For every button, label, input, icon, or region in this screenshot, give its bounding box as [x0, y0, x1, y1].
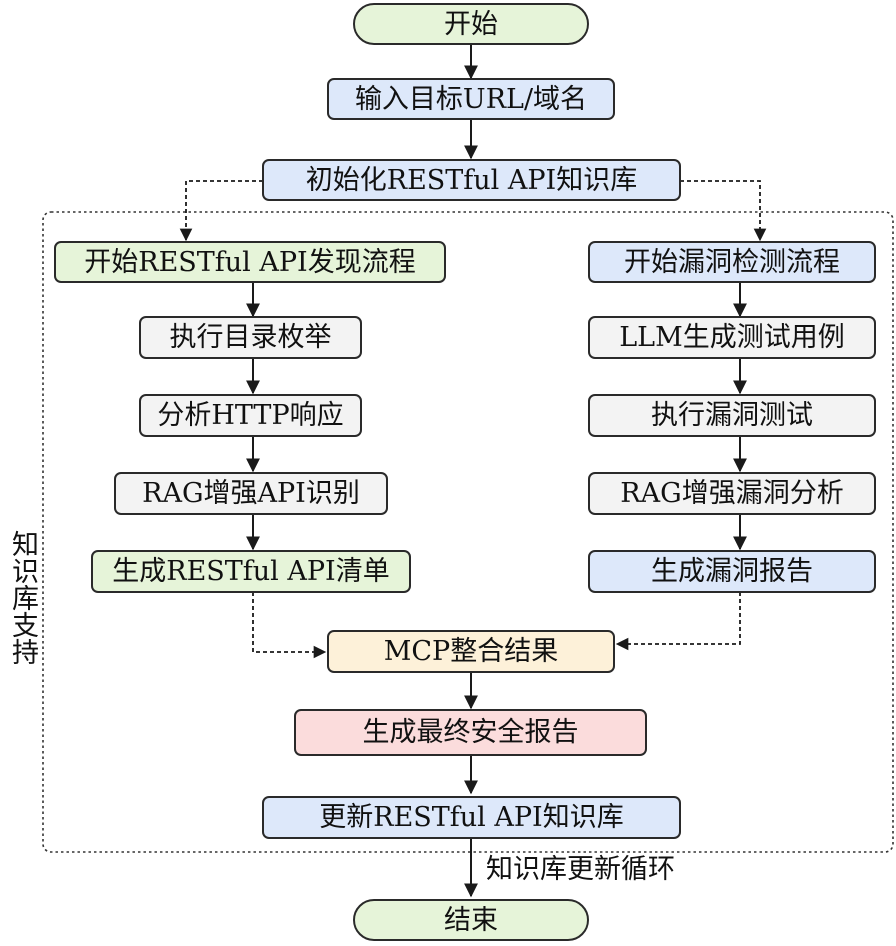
- mcp-merge-node: MCP整合结果: [327, 630, 615, 673]
- gen-api-list-node: 生成RESTful API清单: [91, 550, 411, 593]
- end-node: 结束: [353, 899, 589, 941]
- kb-support-region: [42, 211, 894, 853]
- arrow-apilist-to-mcp: [252, 592, 327, 659]
- arrow-init-to-vuln: [680, 180, 767, 242]
- rag-vuln-analysis-node: RAG增强漏洞分析: [588, 472, 876, 515]
- arrow-init-to-discovery: [179, 180, 263, 242]
- rag-api-identify-node: RAG增强API识别: [114, 472, 388, 515]
- arrow-vulnreport-to-mcp: [615, 592, 741, 651]
- exec-vuln-test-node: 执行漏洞测试: [588, 394, 876, 437]
- input-target-node: 输入目标URL/域名: [327, 78, 615, 120]
- final-report-node: 生成最终安全报告: [294, 709, 647, 756]
- vuln-start-node: 开始漏洞检测流程: [588, 241, 876, 283]
- gen-vuln-report-node: 生成漏洞报告: [588, 550, 876, 593]
- start-node: 开始: [353, 3, 589, 45]
- kb-update-loop-label: 知识库更新循环: [486, 854, 675, 885]
- analyze-http-node: 分析HTTP响应: [139, 394, 362, 437]
- dir-enum-node: 执行目录枚举: [139, 316, 362, 359]
- kb-support-label: 知识库支持: [7, 529, 38, 665]
- discovery-start-node: 开始RESTful API发现流程: [54, 241, 446, 283]
- init-kb-node: 初始化RESTful API知识库: [262, 159, 681, 201]
- update-kb-node: 更新RESTful API知识库: [262, 796, 681, 839]
- llm-testcases-node: LLM生成测试用例: [588, 316, 876, 359]
